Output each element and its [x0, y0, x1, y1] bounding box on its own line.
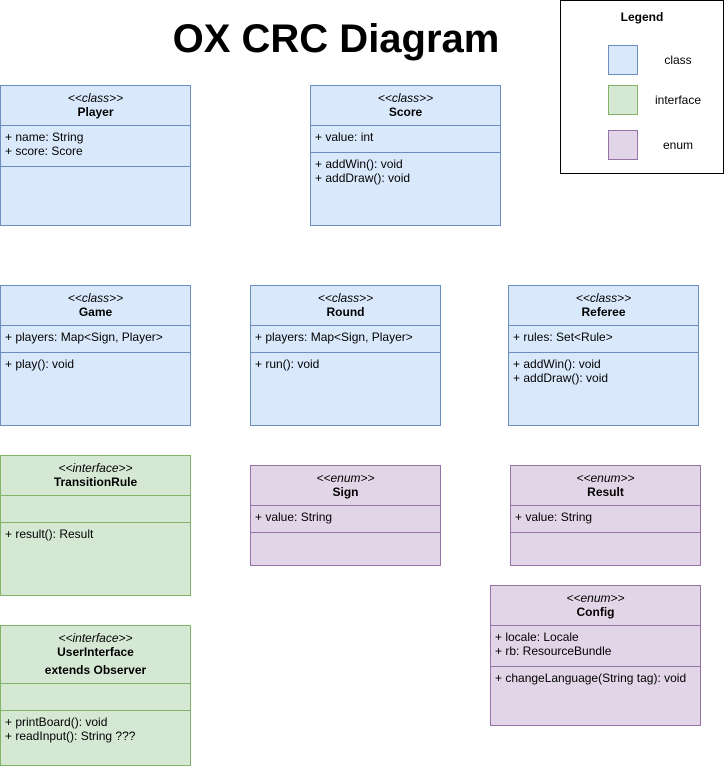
legend-item-class: class: [561, 45, 723, 77]
field-line: + value: String: [515, 510, 593, 524]
method-line: + addDraw(): void: [315, 171, 411, 185]
methods-section: + addWin(): void+ addDraw(): void: [311, 152, 500, 185]
stereotype-label: <<class>>: [377, 91, 434, 105]
fields-section: + players: Map<Sign, Player>: [251, 325, 440, 352]
fields-section: + players: Map<Sign, Player>: [1, 325, 190, 352]
enum-name: Sign: [332, 485, 359, 499]
stereotype-label: <<class>>: [67, 291, 124, 305]
legend-label-interface: interface: [654, 93, 702, 107]
extends-label: extends Observer: [44, 663, 147, 677]
stereotype-label: <<class>>: [317, 291, 374, 305]
stereotype-label: <<class>>: [575, 291, 632, 305]
class-box-referee[interactable]: <<class>> Referee + rules: Set<Rule> + a…: [508, 285, 699, 426]
method-line: + addWin(): void: [513, 357, 601, 371]
class-name: Game: [78, 305, 113, 319]
class-header: <<class>> Referee: [509, 286, 698, 325]
enum-box-result[interactable]: <<enum>> Result + value: String: [510, 465, 701, 566]
class-box-game[interactable]: <<class>> Game + players: Map<Sign, Play…: [0, 285, 191, 426]
fields-section: [1, 683, 190, 710]
interface-name: UserInterface: [57, 645, 134, 659]
class-header: <<class>> Score: [311, 86, 500, 125]
class-header: <<class>> Player: [1, 86, 190, 125]
enum-box-config[interactable]: <<enum>> Config + locale: Locale+ rb: Re…: [490, 585, 701, 726]
legend-swatch-interface: [608, 85, 638, 115]
fields-section: + rules: Set<Rule>: [509, 325, 698, 352]
method-line: + addWin(): void: [315, 157, 403, 171]
stereotype-label: <<class>>: [67, 91, 124, 105]
method-line: + readInput(): String ???: [5, 729, 136, 743]
interface-header: <<interface>> TransitionRule: [1, 456, 190, 495]
diagram-title: OX CRC Diagram: [172, 17, 500, 61]
interface-header: <<interface>> UserInterface extends Obse…: [1, 626, 190, 683]
method-line: + play(): void: [5, 357, 75, 371]
legend: Legend class interface enum: [560, 0, 724, 174]
class-box-score[interactable]: <<class>> Score + value: int + addWin():…: [310, 85, 501, 226]
stereotype-label: <<enum>>: [576, 471, 635, 485]
methods-section: + run(): void: [251, 352, 440, 371]
fields-section: [1, 495, 190, 522]
field-line: + score: Score: [5, 144, 83, 158]
field-line: + players: Map<Sign, Player>: [255, 330, 413, 344]
class-name: Player: [77, 105, 114, 119]
field-line: + value: int: [315, 130, 374, 144]
fields-section: + value: String: [251, 505, 440, 532]
methods-section: [1, 166, 190, 171]
enum-header: <<enum>> Result: [511, 466, 700, 505]
methods-section: + result(): Result: [1, 522, 190, 541]
class-box-round[interactable]: <<class>> Round + players: Map<Sign, Pla…: [250, 285, 441, 426]
interface-name: TransitionRule: [53, 475, 138, 489]
enum-name: Config: [576, 605, 615, 619]
fields-section: + value: String: [511, 505, 700, 532]
legend-swatch-enum: [608, 130, 638, 160]
method-line: + printBoard(): void: [5, 715, 108, 729]
enum-header: <<enum>> Sign: [251, 466, 440, 505]
field-line: + locale: Locale: [495, 630, 579, 644]
fields-section: + value: int: [311, 125, 500, 152]
legend-label-class: class: [664, 53, 692, 67]
methods-section: [511, 532, 700, 537]
legend-item-interface: interface: [561, 85, 723, 117]
stereotype-label: <<interface>>: [58, 631, 133, 645]
class-name: Referee: [581, 305, 626, 319]
stereotype-label: <<enum>>: [316, 471, 375, 485]
field-line: + rules: Set<Rule>: [513, 330, 613, 344]
field-line: + rb: ResourceBundle: [495, 644, 612, 658]
methods-section: + play(): void: [1, 352, 190, 371]
class-header: <<class>> Game: [1, 286, 190, 325]
legend-item-enum: enum: [561, 130, 723, 162]
class-box-player[interactable]: <<class>> Player + name: String+ score: …: [0, 85, 191, 226]
method-line: + run(): void: [255, 357, 320, 371]
legend-swatch-class: [608, 45, 638, 75]
field-line: + value: String: [255, 510, 333, 524]
fields-section: + name: String+ score: Score: [1, 125, 190, 166]
methods-section: + addWin(): void+ addDraw(): void: [509, 352, 698, 385]
interface-box-user-interface[interactable]: <<interface>> UserInterface extends Obse…: [0, 625, 191, 766]
field-line: + name: String: [5, 130, 84, 144]
legend-title: Legend: [620, 10, 664, 24]
methods-section: + changeLanguage(String tag): void: [491, 666, 700, 685]
interface-box-transition-rule[interactable]: <<interface>> TransitionRule + result():…: [0, 455, 191, 596]
class-header: <<class>> Round: [251, 286, 440, 325]
enum-box-sign[interactable]: <<enum>> Sign + value: String: [250, 465, 441, 566]
methods-section: [251, 532, 440, 537]
stereotype-label: <<interface>>: [58, 461, 133, 475]
class-name: Score: [388, 105, 423, 119]
fields-section: + locale: Locale+ rb: ResourceBundle: [491, 625, 700, 666]
class-name: Round: [326, 305, 365, 319]
enum-header: <<enum>> Config: [491, 586, 700, 625]
method-line: + result(): Result: [5, 527, 94, 541]
field-line: + players: Map<Sign, Player>: [5, 330, 163, 344]
method-line: + changeLanguage(String tag): void: [495, 671, 687, 685]
enum-name: Result: [587, 485, 624, 499]
stereotype-label: <<enum>>: [566, 591, 625, 605]
methods-section: + printBoard(): void+ readInput(): Strin…: [1, 710, 190, 743]
method-line: + addDraw(): void: [513, 371, 609, 385]
legend-label-enum: enum: [662, 138, 694, 152]
